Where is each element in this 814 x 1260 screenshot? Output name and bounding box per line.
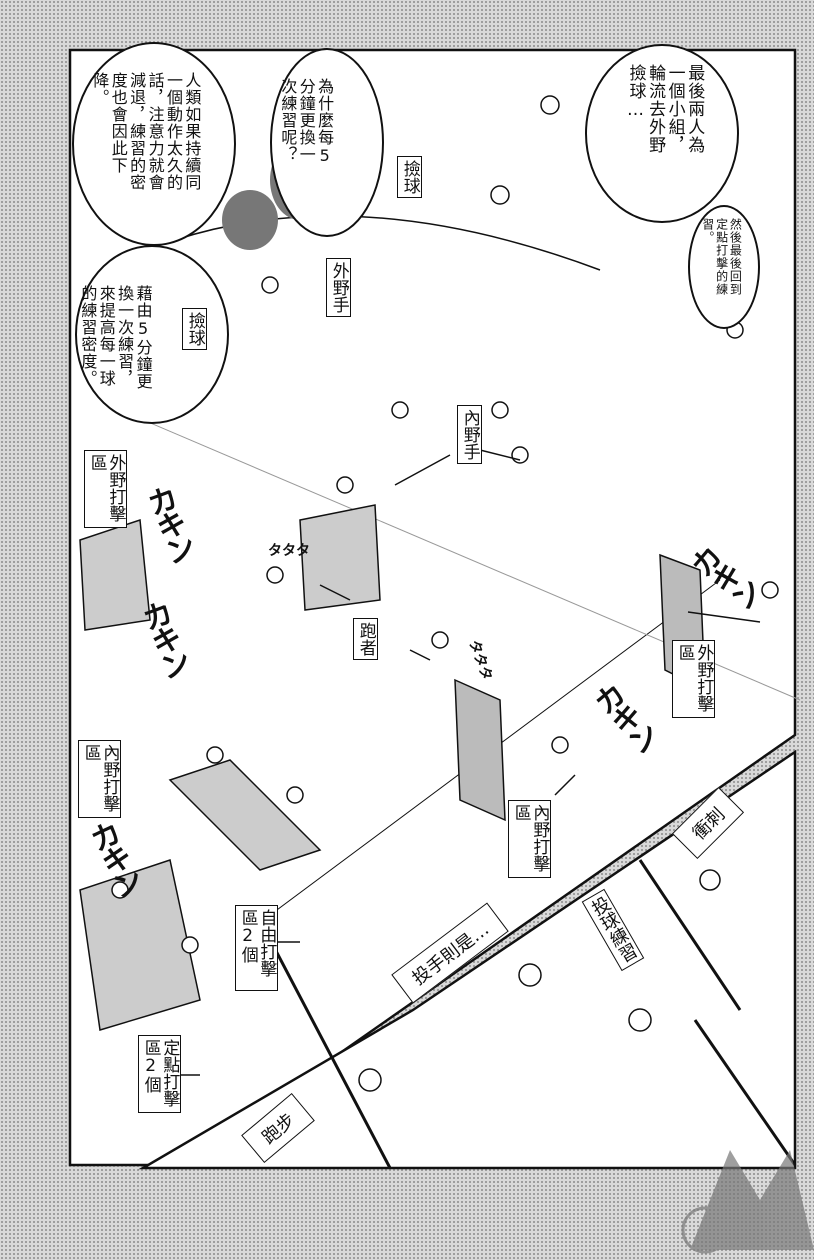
speech-bubble-attention (72, 42, 236, 246)
watermark-logo (681, 1150, 814, 1254)
label-infielder: 內野手 (457, 405, 482, 464)
label-infield-batting-right: 內野打擊區 (508, 800, 552, 878)
panel-divider (693, 1019, 797, 1166)
lower-panels (138, 749, 797, 1170)
label-outfield-batting-right: 外野打擊區 (672, 640, 716, 718)
speech-bubble-finally (688, 205, 760, 329)
batting-cages (79, 504, 706, 1031)
label-outfield-batting-left: 外野打擊區 (84, 450, 128, 528)
speech-bubble-why (270, 48, 384, 237)
bubble-text-attention: 人類如果持續同一個動作太久的話，注意力就會減退，練習的密度也會因此下降。 (90, 72, 202, 191)
bubble-text-why: 為什麼每5分鐘更換一次練習呢？ (278, 78, 335, 166)
sfx-run: タタタ (268, 543, 310, 559)
label-free-batting: 自由打擊區2個 (235, 905, 279, 991)
speech-bubble-last-two (585, 44, 739, 223)
panel-divider (638, 859, 742, 1011)
speech-bubble-density (75, 245, 229, 424)
bubble-text-last-two: 最後兩人為一個小組，輪流去外野撿球… (625, 64, 705, 154)
label-outfielder: 外野手 (326, 258, 351, 317)
label-pickup-1: 撿球 (397, 156, 422, 198)
players (111, 95, 779, 1092)
bubble-text-finally: 然後最後回到定點打擊的練習。 (700, 218, 743, 296)
bubble-text-density: 藉由5分鐘更換一次練習，來提高每一球的練習密度。 (78, 285, 153, 390)
label-fixed-batting: 定點打擊區2個 (138, 1035, 182, 1113)
label-infield-batting-left: 內野打擊區 (78, 740, 122, 818)
panel-divider (263, 929, 392, 1169)
label-runner: 跑者 (353, 618, 378, 660)
label-pickup-2: 撿球 (182, 308, 207, 350)
